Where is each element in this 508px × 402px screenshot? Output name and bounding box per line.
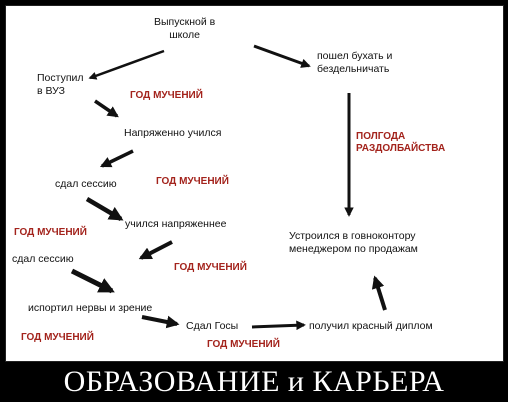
annotation-half-year: ПОЛГОДА РАЗДОЛБАЙСТВА (356, 131, 446, 154)
arrow-studied-harder-to-session (138, 240, 173, 260)
node-graduation: Выпускной в школе (154, 16, 216, 41)
annotation-year-3: ГОД МУЧЕНИЙ (14, 227, 87, 238)
arrow-layer (70, 44, 387, 331)
annotation-year-6: ГОД МУЧЕНИЙ (207, 339, 280, 350)
annotation-year-4: ГОД МУЧЕНИЙ (174, 262, 247, 273)
arrow-session-to-nerves (70, 268, 115, 294)
node-passed-session-2: сдал сессию (12, 253, 74, 265)
node-ruined-health: испортил нервы и зрение (28, 302, 153, 314)
node-studied-hard: Напряженно учился (124, 127, 222, 139)
node-red-diploma: получил красный диплом (309, 320, 433, 332)
arrow-studied-to-session (99, 149, 134, 168)
annotation-year-2: ГОД МУЧЕНИЙ (156, 176, 229, 187)
annotation-year-5: ГОД МУЧЕНИЙ (21, 332, 94, 343)
arrow-exams-to-diploma (251, 320, 306, 331)
arrow-diploma-to-office (371, 275, 387, 311)
node-studied-harder: учился напряженнее (125, 218, 227, 230)
arrow-graduation-to-university (88, 49, 165, 80)
arrow-nerves-to-exams (141, 315, 180, 329)
arrow-session-to-studied-harder (85, 197, 124, 221)
node-office-job: Устроился в говноконтору менеджером по п… (289, 230, 418, 255)
arrow-graduation-to-drink (253, 44, 311, 68)
node-state-exams: Сдал Госы (186, 320, 239, 332)
node-passed-session-1: сдал сессию (55, 178, 117, 190)
poster-caption: ОБРАЗОВАНИЕ и КАРЬЕРА (63, 365, 445, 398)
annotation-year-1: ГОД МУЧЕНИЙ (130, 90, 203, 101)
diagram-panel: Выпускной в школе пошел бухать и бездель… (5, 5, 504, 362)
arrow-university-to-studied (94, 99, 119, 118)
node-drink: пошел бухать и бездельничать (317, 50, 393, 75)
node-university: Поступил в ВУЗ (37, 72, 84, 97)
